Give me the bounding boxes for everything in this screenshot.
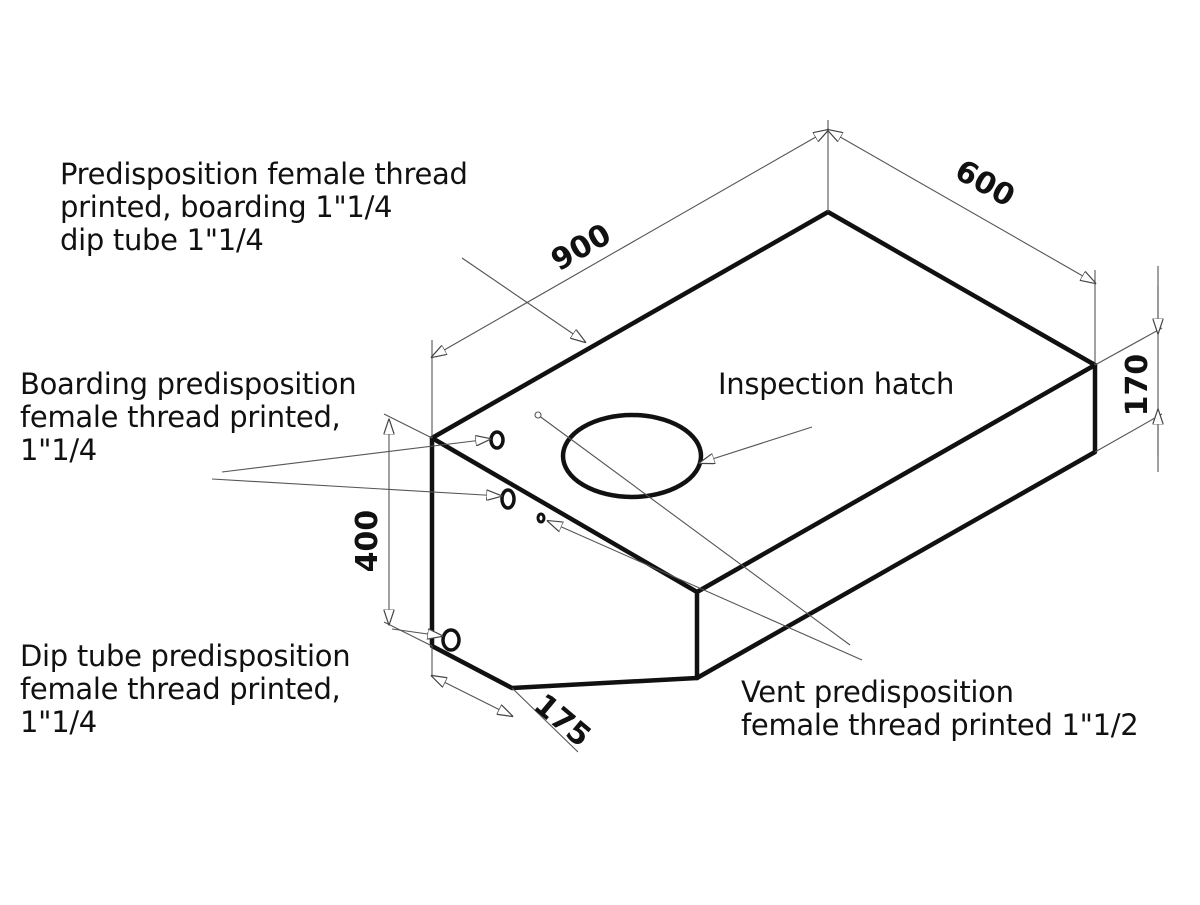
vent-note-line-1: Vent predisposition [741,675,1014,709]
dip-tube-note-line-2: female thread printed, [20,672,341,706]
tank-right-side [694,362,1098,681]
dim-175-label: 175 [527,687,597,754]
dim-400-label: 400 [350,510,385,573]
dimension-lines [384,120,1162,753]
boarding-fitting-side [500,488,516,510]
leader-inspection-hatch [700,426,813,463]
dim-175-line [432,676,512,716]
dip-tube-note-line-1: Dip tube predisposition [20,639,351,673]
vent-note-line-2: female thread printed 1"1/2 [741,708,1139,742]
vent-fitting [536,512,546,524]
dip-tube-note: Dip tube predisposition female thread pr… [20,639,351,739]
dim-900-line [432,130,828,357]
top-note-line-1: Predisposition female thread [60,157,468,191]
leader-dip-tube [391,628,442,636]
dip-tube-note-line-3: 1"1/4 [20,705,97,739]
leader-lines [211,257,863,661]
tank-top-face [429,209,1098,595]
tank-front-side [429,435,700,691]
leader-boarding-top [221,439,490,473]
boarding-note: Boarding predisposition female thread pr… [20,367,357,467]
dip-tube-fitting [441,628,461,652]
boarding-note-line-1: Boarding predisposition [20,367,357,401]
leader-boarding-side [211,478,501,496]
vent-note: Vent predisposition female thread printe… [741,675,1139,742]
top-note: Predisposition female thread printed, bo… [60,158,468,257]
leader-vent-b [537,414,851,646]
inspection-hatch-label: Inspection hatch [718,367,955,401]
top-note-line-3: dip tube 1"1/4 [60,223,264,257]
boarding-fitting-top [489,430,505,450]
boarding-note-line-2: female thread printed, [20,400,341,434]
top-note-line-2: printed, boarding 1"1/4 [60,190,393,224]
dim-600-line [828,130,1095,283]
leader-top-note [461,257,585,342]
dim-900-label: 900 [545,217,617,278]
dim-170-label: 170 [1120,354,1155,417]
leader-vent-a [548,521,863,661]
boarding-note-line-3: 1"1/4 [20,433,97,467]
